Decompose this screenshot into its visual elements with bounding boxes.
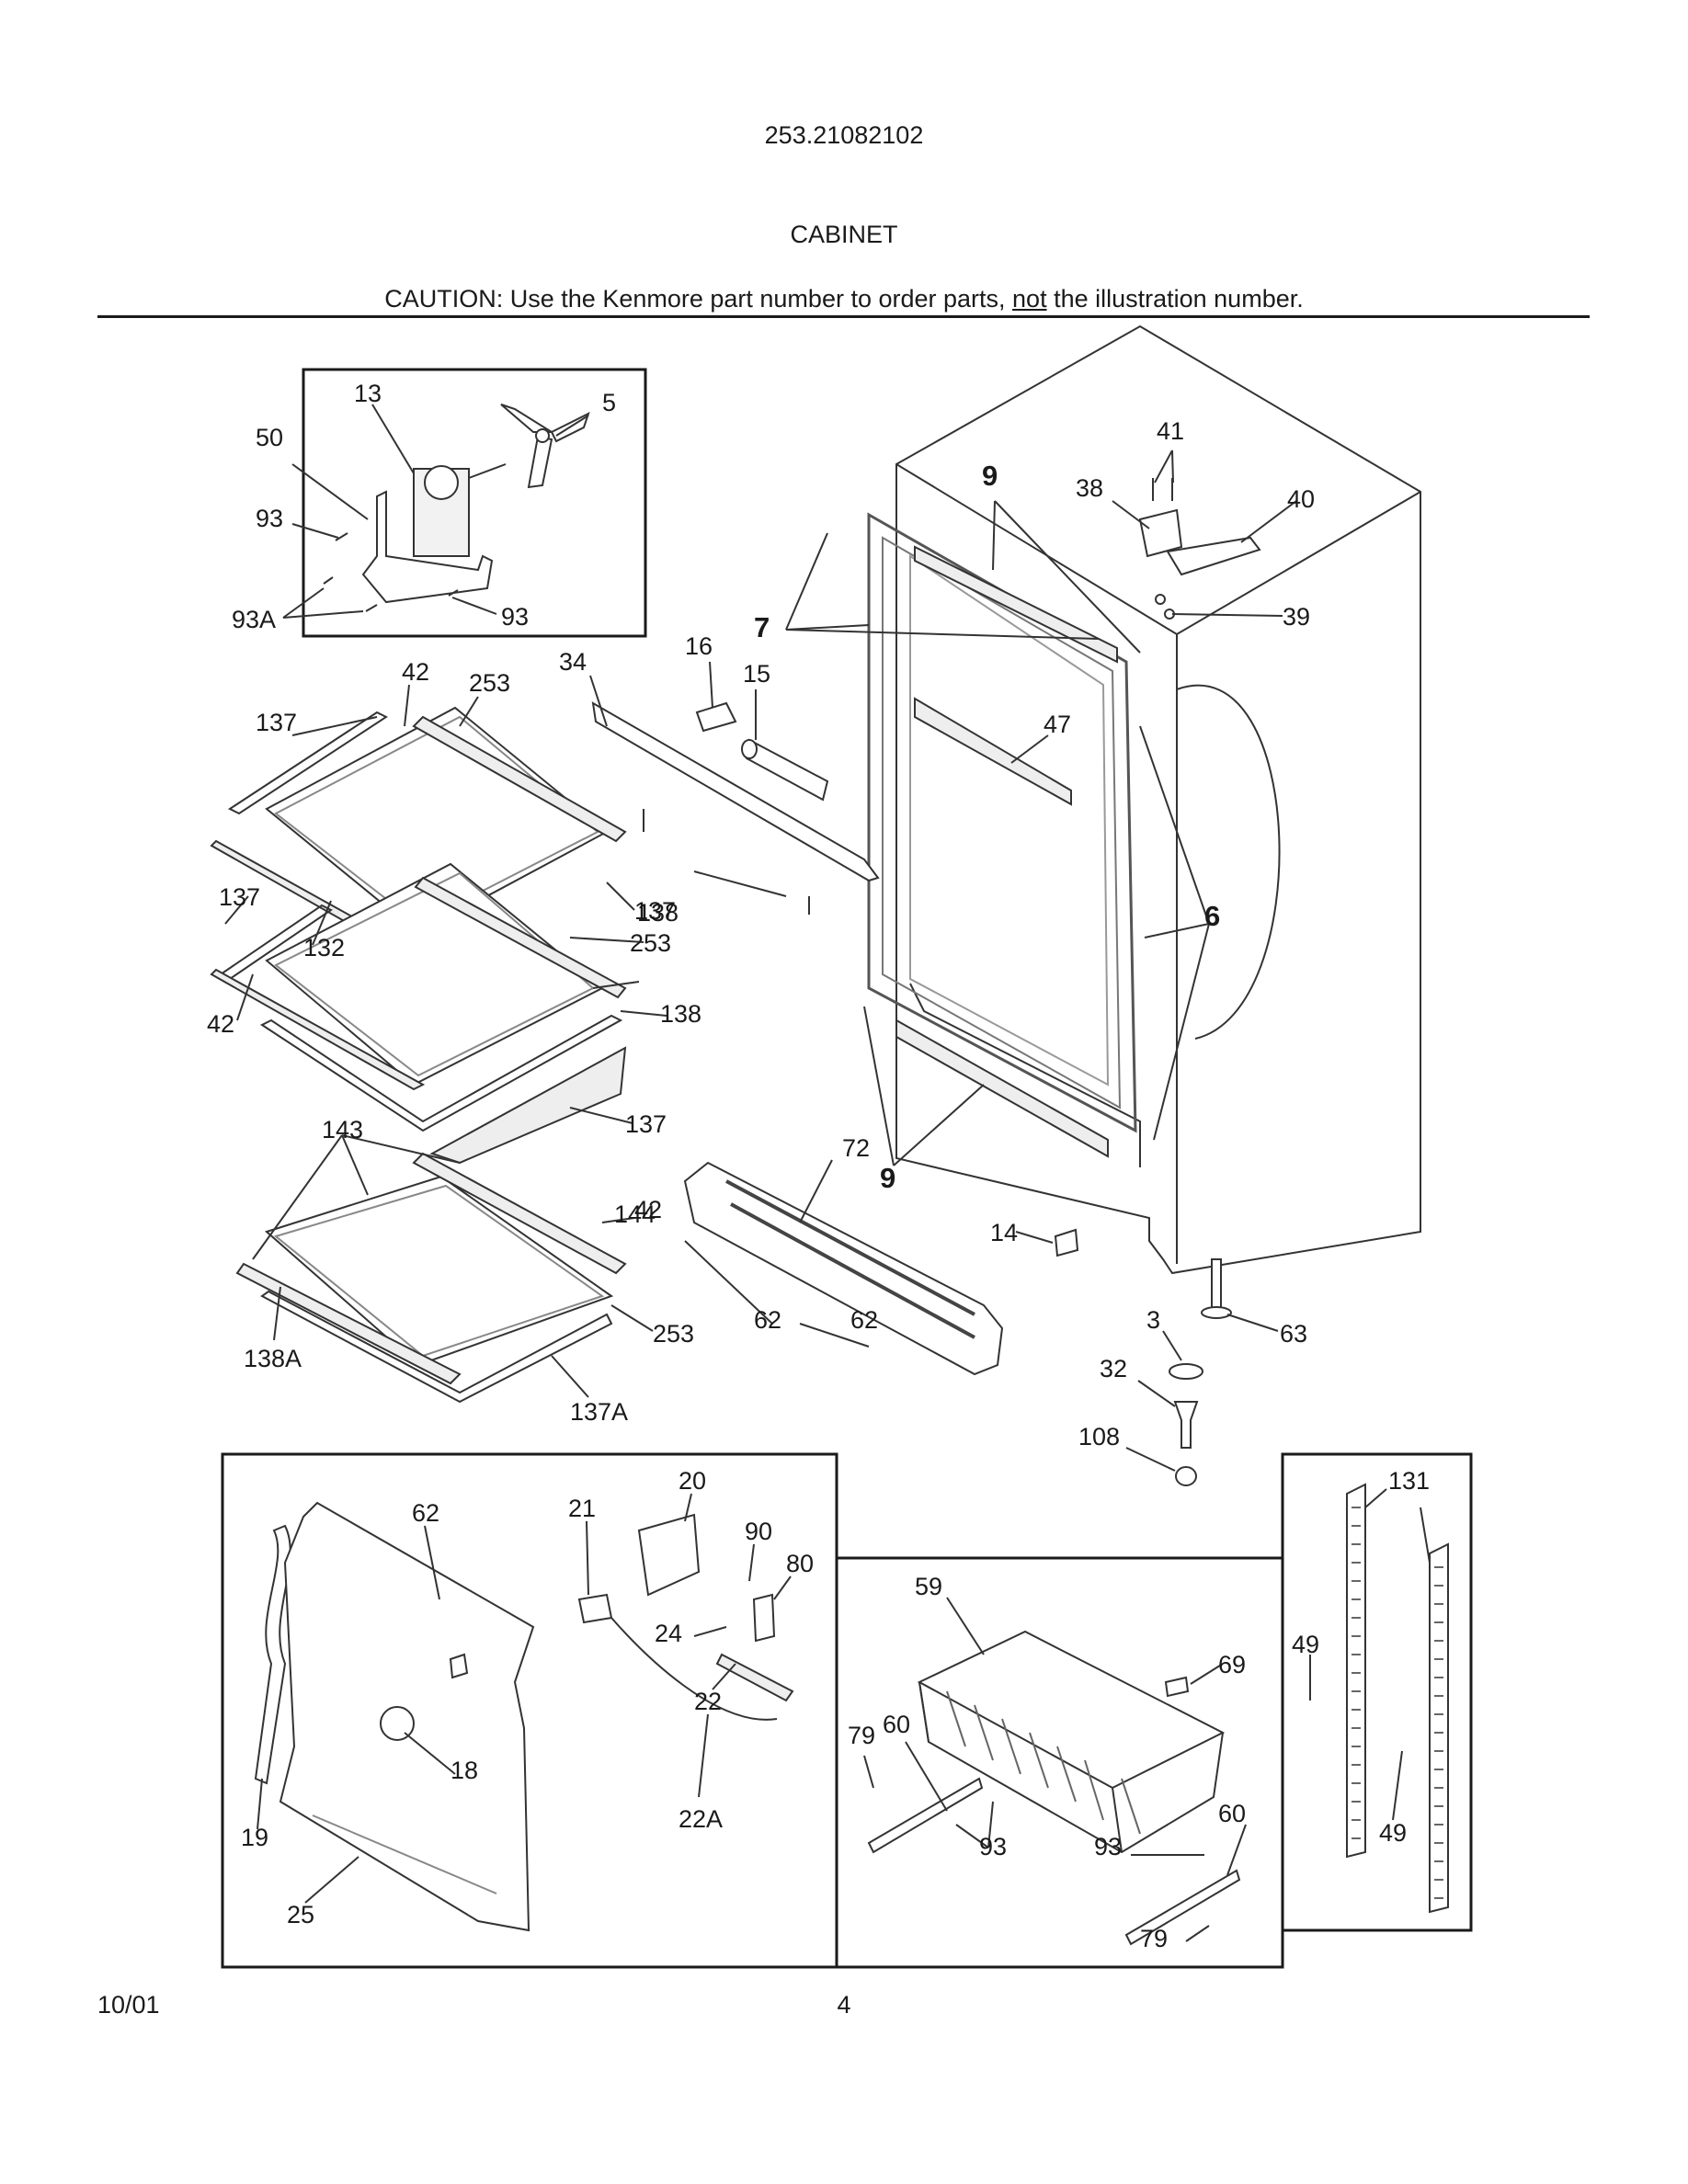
callout-shelves-12: 143 [322, 1116, 363, 1143]
callout-fan-box-3: 93 [256, 505, 283, 532]
rails-inset [1281, 1452, 1473, 1932]
callout-shelves-9: 42 [207, 1010, 234, 1038]
callout-shelves-2: 137 [256, 709, 297, 736]
header-rule [97, 315, 1590, 318]
callout-fan-box-0: 13 [354, 380, 382, 407]
footer-date: 10/01 [97, 1991, 160, 2019]
callout-fan-box-1: 5 [602, 389, 616, 416]
caution-emphasis: not [1012, 285, 1047, 313]
callout-bottom-left-box-7: 18 [451, 1757, 478, 1784]
basket-inset [835, 1556, 1284, 1969]
callout-cabinet-8: 47 [1044, 711, 1071, 738]
callout-shelves-7: 132 [303, 934, 345, 961]
callout-shelves-4: 137 [219, 883, 260, 911]
callout-basket-box-1: 69 [1218, 1651, 1246, 1678]
callout-cabinet-6: 16 [685, 632, 713, 660]
callout-cabinet-14: 63 [1280, 1320, 1307, 1348]
callout-bottom-left-box-0: 62 [412, 1499, 439, 1527]
callout-bottom-left-box-8: 19 [241, 1824, 268, 1851]
callout-shelves-17: 62 [850, 1306, 878, 1334]
shelves-group [210, 675, 1004, 1404]
callout-shelves-16: 42 [634, 1196, 662, 1223]
caution-prefix: CAUTION: Use the Kenmore part number to … [384, 285, 1013, 313]
callout-bottom-left-box-5: 24 [655, 1620, 682, 1647]
callout-shelves-6: 138 [637, 899, 679, 927]
callout-shelves-8: 253 [630, 929, 671, 957]
callout-basket-box-5: 93 [1094, 1833, 1122, 1860]
callout-shelves-10: 138 [660, 1000, 701, 1028]
callout-bottom-left-box-10: 25 [287, 1901, 314, 1928]
callout-basket-box-2: 79 [848, 1722, 875, 1749]
callout-cabinet-4: 39 [1283, 603, 1310, 631]
callout-basket-box-7: 79 [1140, 1925, 1168, 1952]
callout-cabinet-12: 14 [990, 1219, 1018, 1246]
callout-rail-box-2: 49 [1379, 1819, 1407, 1847]
section-title: CABINET [790, 221, 898, 248]
callout-shelves-11: 137 [625, 1110, 667, 1138]
callout-cabinet-10: 9 [880, 1162, 895, 1194]
callout-basket-box-4: 93 [979, 1833, 1007, 1860]
callout-shelves-1: 253 [469, 669, 510, 697]
callout-bottom-left-box-2: 20 [679, 1467, 706, 1495]
caution-note: CAUTION: Use the Kenmore part number to … [0, 285, 1688, 313]
callout-cabinet-3: 40 [1287, 485, 1315, 513]
callout-cabinet-0: 9 [982, 460, 998, 492]
callout-basket-box-3: 60 [883, 1711, 910, 1738]
callout-bottom-left-box-1: 21 [568, 1495, 596, 1522]
callout-cabinet-16: 108 [1078, 1423, 1120, 1450]
rear-panel-inset [221, 1452, 838, 1969]
callout-shelves-0: 42 [402, 658, 429, 686]
fan-motor-inset [282, 368, 647, 638]
callout-shelves-14: 253 [653, 1320, 694, 1348]
cabinet-body [591, 324, 1421, 1486]
callout-shelves-3: 34 [559, 648, 587, 676]
callout-fan-box-5: 93 [501, 603, 529, 631]
callout-bottom-left-box-3: 90 [745, 1518, 772, 1545]
callout-fan-box-2: 50 [256, 424, 283, 451]
callout-cabinet-2: 38 [1076, 474, 1103, 502]
callout-cabinet-5: 7 [754, 611, 770, 643]
callout-shelves-5: 137 [634, 897, 676, 925]
caution-suffix: the illustration number. [1046, 285, 1304, 313]
callout-basket-box-0: 59 [915, 1573, 942, 1600]
callout-cabinet-7: 15 [743, 660, 770, 688]
callout-shelves-19: 137A [570, 1398, 628, 1426]
callout-bottom-left-box-9: 22A [679, 1805, 723, 1833]
callout-cabinet-13: 3 [1146, 1306, 1160, 1334]
callout-cabinet-1: 41 [1157, 417, 1184, 445]
callout-cabinet-11: 72 [842, 1134, 870, 1162]
footer-page-number: 4 [837, 1991, 851, 2019]
model-number: 253.21082102 [764, 121, 924, 149]
callout-fan-box-4: 93A [232, 606, 276, 633]
callout-rail-box-1: 49 [1292, 1631, 1319, 1658]
callout-basket-box-6: 60 [1218, 1800, 1246, 1827]
callout-cabinet-15: 32 [1100, 1355, 1127, 1382]
callout-shelves-18: 138A [244, 1345, 302, 1372]
callout-bottom-left-box-4: 80 [786, 1550, 814, 1577]
callout-shelves-15: 62 [754, 1306, 781, 1334]
callout-bottom-left-box-6: 22 [694, 1688, 722, 1715]
callout-cabinet-9: 6 [1204, 900, 1220, 932]
callout-shelves-13: 144 [614, 1200, 656, 1228]
callout-rail-box-0: 131 [1388, 1467, 1430, 1495]
